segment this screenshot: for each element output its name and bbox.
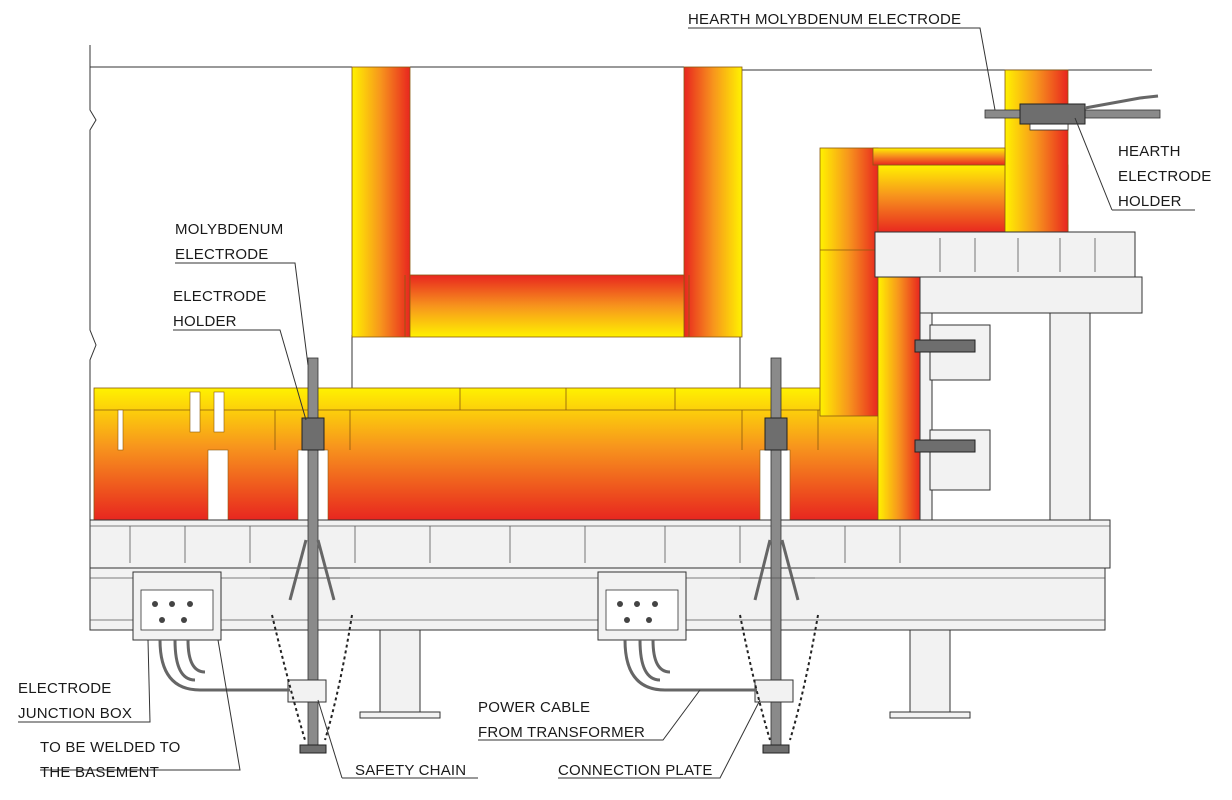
- left-electrode-assembly: [270, 357, 353, 754]
- leader-lines: [18, 27, 1195, 779]
- label-hearth-holder-2: ELECTRODE: [1118, 168, 1212, 185]
- left-safety-chain-a: [271, 614, 306, 741]
- label-moly-electrode-2: ELECTRODE: [175, 246, 269, 263]
- label-electrode-holder-1: ELECTRODE: [173, 288, 267, 305]
- label-hearth-holder-3: HOLDER: [1118, 193, 1182, 210]
- refractory-throat: [351, 66, 743, 338]
- left-electrode-holder: [301, 417, 325, 451]
- right-electrode-holder: [764, 417, 788, 451]
- refractory-hearth-bottom: [93, 387, 921, 521]
- label-welded-1: TO BE WELDED TO: [40, 739, 181, 756]
- right-connection-plate: [754, 679, 794, 703]
- label-junction-box-2: JUNCTION BOX: [18, 705, 132, 722]
- left-safety-chain-b: [324, 614, 353, 741]
- label-connection-plate: CONNECTION PLATE: [558, 762, 713, 779]
- label-safety-chain: SAFETY CHAIN: [355, 762, 466, 779]
- labels: HEARTH MOLYBDENUM ELECTRODE HEARTH ELECT…: [18, 11, 1212, 781]
- refractory-right-wall: [819, 69, 1069, 521]
- label-power-cable-1: POWER CABLE: [478, 699, 590, 716]
- right-safety-chain-a: [739, 614, 771, 741]
- right-junction-box: [597, 571, 757, 692]
- right-electrode-assembly: [739, 357, 819, 754]
- label-welded-2: THE BASEMENT: [40, 764, 159, 781]
- right-steel-frame: [874, 231, 1143, 529]
- hearth-electrode-holder: [1019, 103, 1086, 125]
- label-electrode-holder-2: HOLDER: [173, 313, 237, 330]
- hearth-electrode-assembly: [984, 94, 1161, 125]
- label-hearth-molybdenum-electrode: HEARTH MOLYBDENUM ELECTRODE: [688, 11, 961, 28]
- right-safety-chain-b: [789, 614, 819, 741]
- label-hearth-holder-1: HEARTH: [1118, 143, 1181, 160]
- label-power-cable-2: FROM TRANSFORMER: [478, 724, 645, 741]
- left-junction-box: [132, 571, 290, 692]
- label-junction-box-1: ELECTRODE: [18, 680, 112, 697]
- label-moly-electrode-1: MOLYBDENUM: [175, 221, 283, 238]
